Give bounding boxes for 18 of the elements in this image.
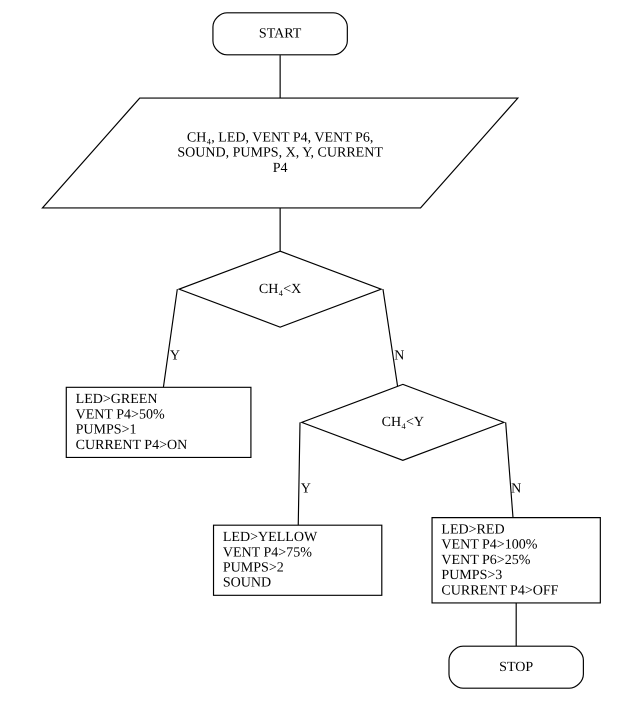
node-box: LED>GREEN VENT P4>50% PUMPS>1 CURRENT P4>ON — [66, 386, 252, 458]
connector — [280, 208, 281, 251]
node-box: LED>RED VENT P4>100% VENT P6>25% PUMPS>3 CURRENT P4>OFF — [431, 517, 601, 604]
connector — [505, 422, 514, 518]
connector — [382, 289, 398, 386]
connector — [162, 289, 178, 388]
connector — [298, 422, 301, 525]
node-box: START — [212, 12, 348, 56]
connector — [280, 55, 281, 98]
node-diamond: CH₄<X — [177, 250, 383, 328]
edge-label: N — [511, 482, 522, 497]
edge-label: Y — [300, 482, 311, 497]
edge-label: Y — [170, 348, 180, 364]
node-box: LED>YELLOW VENT P4>75% PUMPS>2 SOUND — [212, 524, 382, 596]
node-diamond: CH₄<Y — [300, 384, 506, 461]
edge-label: N — [394, 348, 404, 364]
connector — [516, 603, 517, 646]
node-box: STOP — [448, 646, 584, 689]
